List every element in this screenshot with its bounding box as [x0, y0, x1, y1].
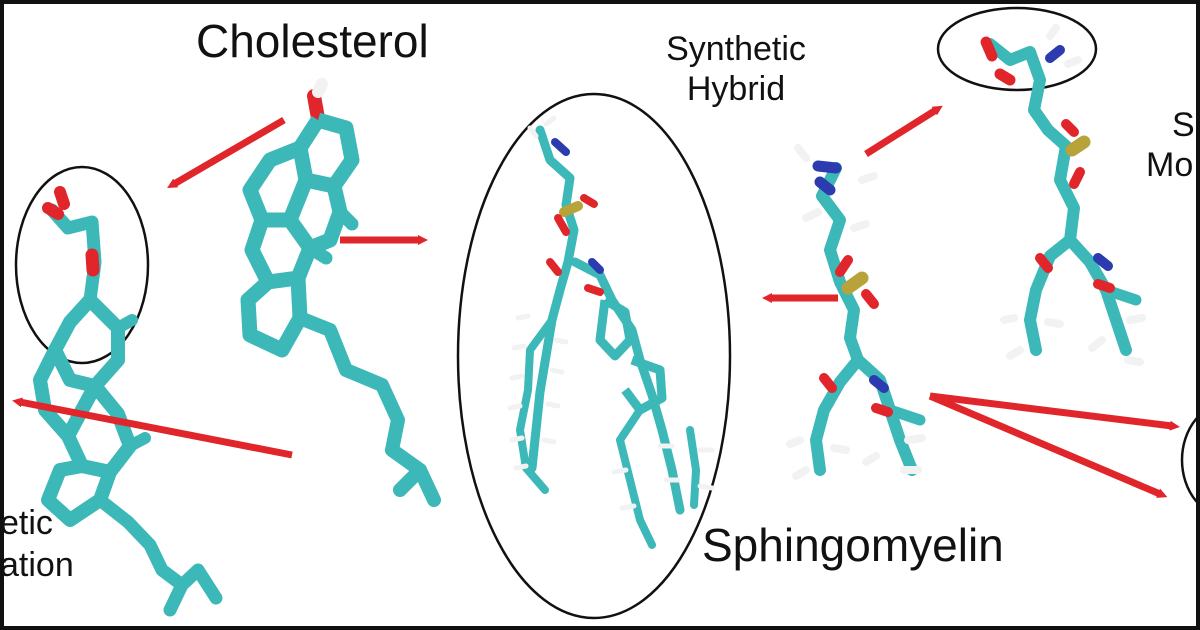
highlight-ellipse-synthetic-hybrid: [456, 92, 732, 620]
label-synthetic-hybrid-line2: Hybrid: [686, 70, 786, 108]
molecule-cholesterol: [240, 78, 441, 507]
molecule-synthetic-hybrid: [507, 115, 715, 549]
arrow-sphingomyelin-to-right-upper: [929, 392, 1180, 431]
label-sphingomyelin: Sphingomyelin: [702, 519, 1004, 571]
arrow-cholesterol-to-modified: [167, 116, 286, 189]
label-left-partial-line1: etic: [0, 504, 53, 542]
molecule-sphingomyelin: [786, 144, 926, 480]
highlight-ellipse-serine-headgroup: [936, 6, 1098, 92]
arrow-cholesterol-to-left-partial: [12, 397, 293, 459]
label-right-partial-line1: S: [1172, 106, 1195, 144]
label-right-partial: S Mo: [1146, 108, 1195, 182]
label-cholesterol: Cholesterol: [196, 15, 429, 67]
label-synthetic-hybrid: Synthetic Hybrid: [636, 32, 836, 106]
label-synthetic-hybrid-line1: Synthetic: [666, 30, 806, 68]
highlight-ellipse-modified-headgroup: [14, 165, 150, 365]
molecule-serine-sphingomyelin: [980, 24, 1146, 366]
label-left-partial: etic ation: [0, 506, 74, 582]
label-left-partial-line2: ation: [0, 546, 74, 584]
highlight-ellipse-right-partial: [1180, 413, 1200, 507]
arrow-sphingomyelin-to-right-lower: [928, 392, 1168, 498]
label-right-partial-line2: Mo: [1146, 146, 1194, 184]
arrows: [12, 105, 1180, 498]
arrow-sphingomyelin-to-serine: [864, 105, 943, 157]
